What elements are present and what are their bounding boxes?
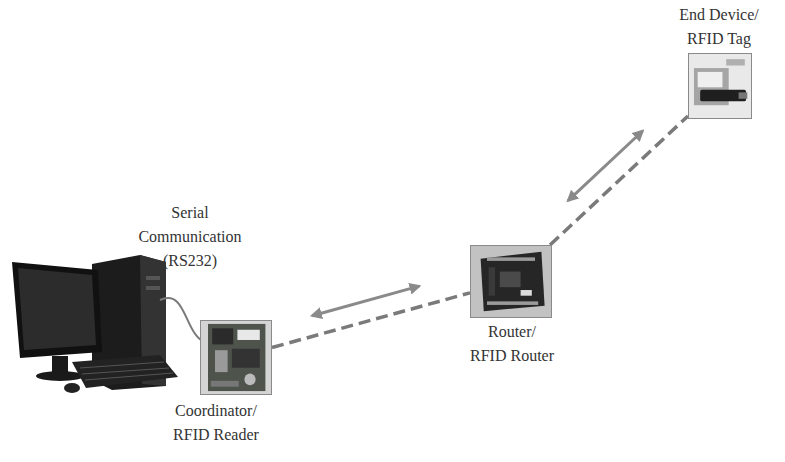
board-part — [232, 349, 260, 368]
direction-arrow — [312, 286, 419, 316]
device-photo — [471, 246, 551, 317]
device-box: Coordinator/ RFID Reader — [200, 320, 272, 395]
desktop-computer — [12, 255, 178, 393]
board-part — [521, 290, 532, 296]
board-part — [471, 246, 551, 317]
direction-arrow — [568, 131, 643, 201]
device-label: Router/ RFID Router — [469, 320, 556, 368]
board-part — [208, 324, 265, 391]
board-part — [500, 272, 521, 288]
drive-bay — [146, 276, 160, 280]
board-part — [244, 374, 255, 386]
monitor — [12, 262, 102, 358]
board-part — [212, 328, 233, 344]
device-label: Coordinator/ RFID Reader — [163, 399, 269, 447]
wireless-link — [550, 116, 688, 245]
mouse — [64, 383, 80, 393]
keyboard — [72, 355, 178, 388]
wireless-link — [272, 286, 470, 347]
device-box: Router/ RFID Router — [470, 245, 552, 318]
dashed-link — [550, 116, 688, 245]
board-part — [489, 267, 495, 295]
board-part — [215, 350, 228, 372]
keyboard-keys — [85, 373, 173, 380]
drive-bay — [146, 286, 160, 290]
board-part — [698, 72, 723, 87]
keyboard-keys — [80, 362, 164, 368]
board-part — [201, 321, 271, 394]
board-part — [487, 301, 538, 305]
device-photo — [201, 321, 271, 394]
board-part — [739, 92, 748, 98]
keyboard-keys — [82, 368, 169, 374]
monitor-base — [36, 371, 84, 381]
board-part — [481, 252, 545, 312]
wire-label: Serial Communication (RS232) — [134, 201, 246, 273]
dashed-link — [272, 293, 470, 348]
board-part — [689, 54, 751, 118]
board-part — [211, 381, 239, 387]
monitor-screen — [18, 268, 96, 350]
board-part — [487, 257, 535, 261]
device-photo — [689, 54, 751, 118]
serial-cable — [160, 298, 204, 342]
device-label: End Device/ RFID Tag — [673, 3, 765, 51]
device-box: End Device/ RFID Tag — [688, 53, 752, 119]
monitor-stand — [52, 356, 68, 372]
board-part — [237, 330, 259, 340]
board-part — [726, 59, 745, 65]
